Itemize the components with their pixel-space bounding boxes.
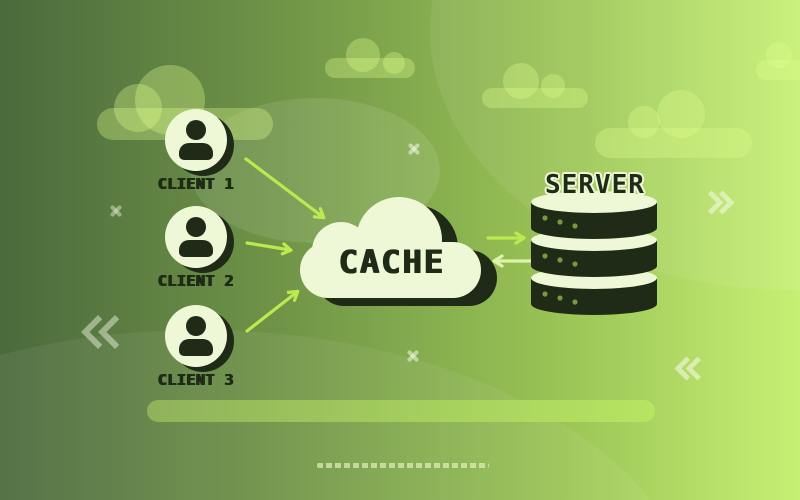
user-icon bbox=[165, 109, 227, 171]
user-icon bbox=[165, 206, 227, 268]
client-3-label: CLIENT 3 bbox=[157, 371, 235, 389]
bottom-bar-decoration bbox=[147, 400, 655, 422]
client2-to-cache-arrow bbox=[245, 241, 293, 256]
x-mark-decoration bbox=[406, 349, 420, 363]
cache-label: CACHE bbox=[338, 243, 446, 281]
client-1-label: CLIENT 1 bbox=[157, 175, 235, 193]
server-label: SERVER bbox=[545, 170, 645, 200]
background-swoosh bbox=[430, 0, 800, 290]
user-icon bbox=[165, 305, 227, 367]
x-mark-decoration bbox=[109, 204, 123, 218]
client3-to-cache-arrow bbox=[245, 289, 300, 333]
server-database-icon bbox=[531, 191, 657, 315]
client-2-label: CLIENT 2 bbox=[157, 272, 235, 290]
dashed-line-decoration bbox=[317, 463, 489, 468]
x-mark-decoration bbox=[407, 142, 421, 156]
